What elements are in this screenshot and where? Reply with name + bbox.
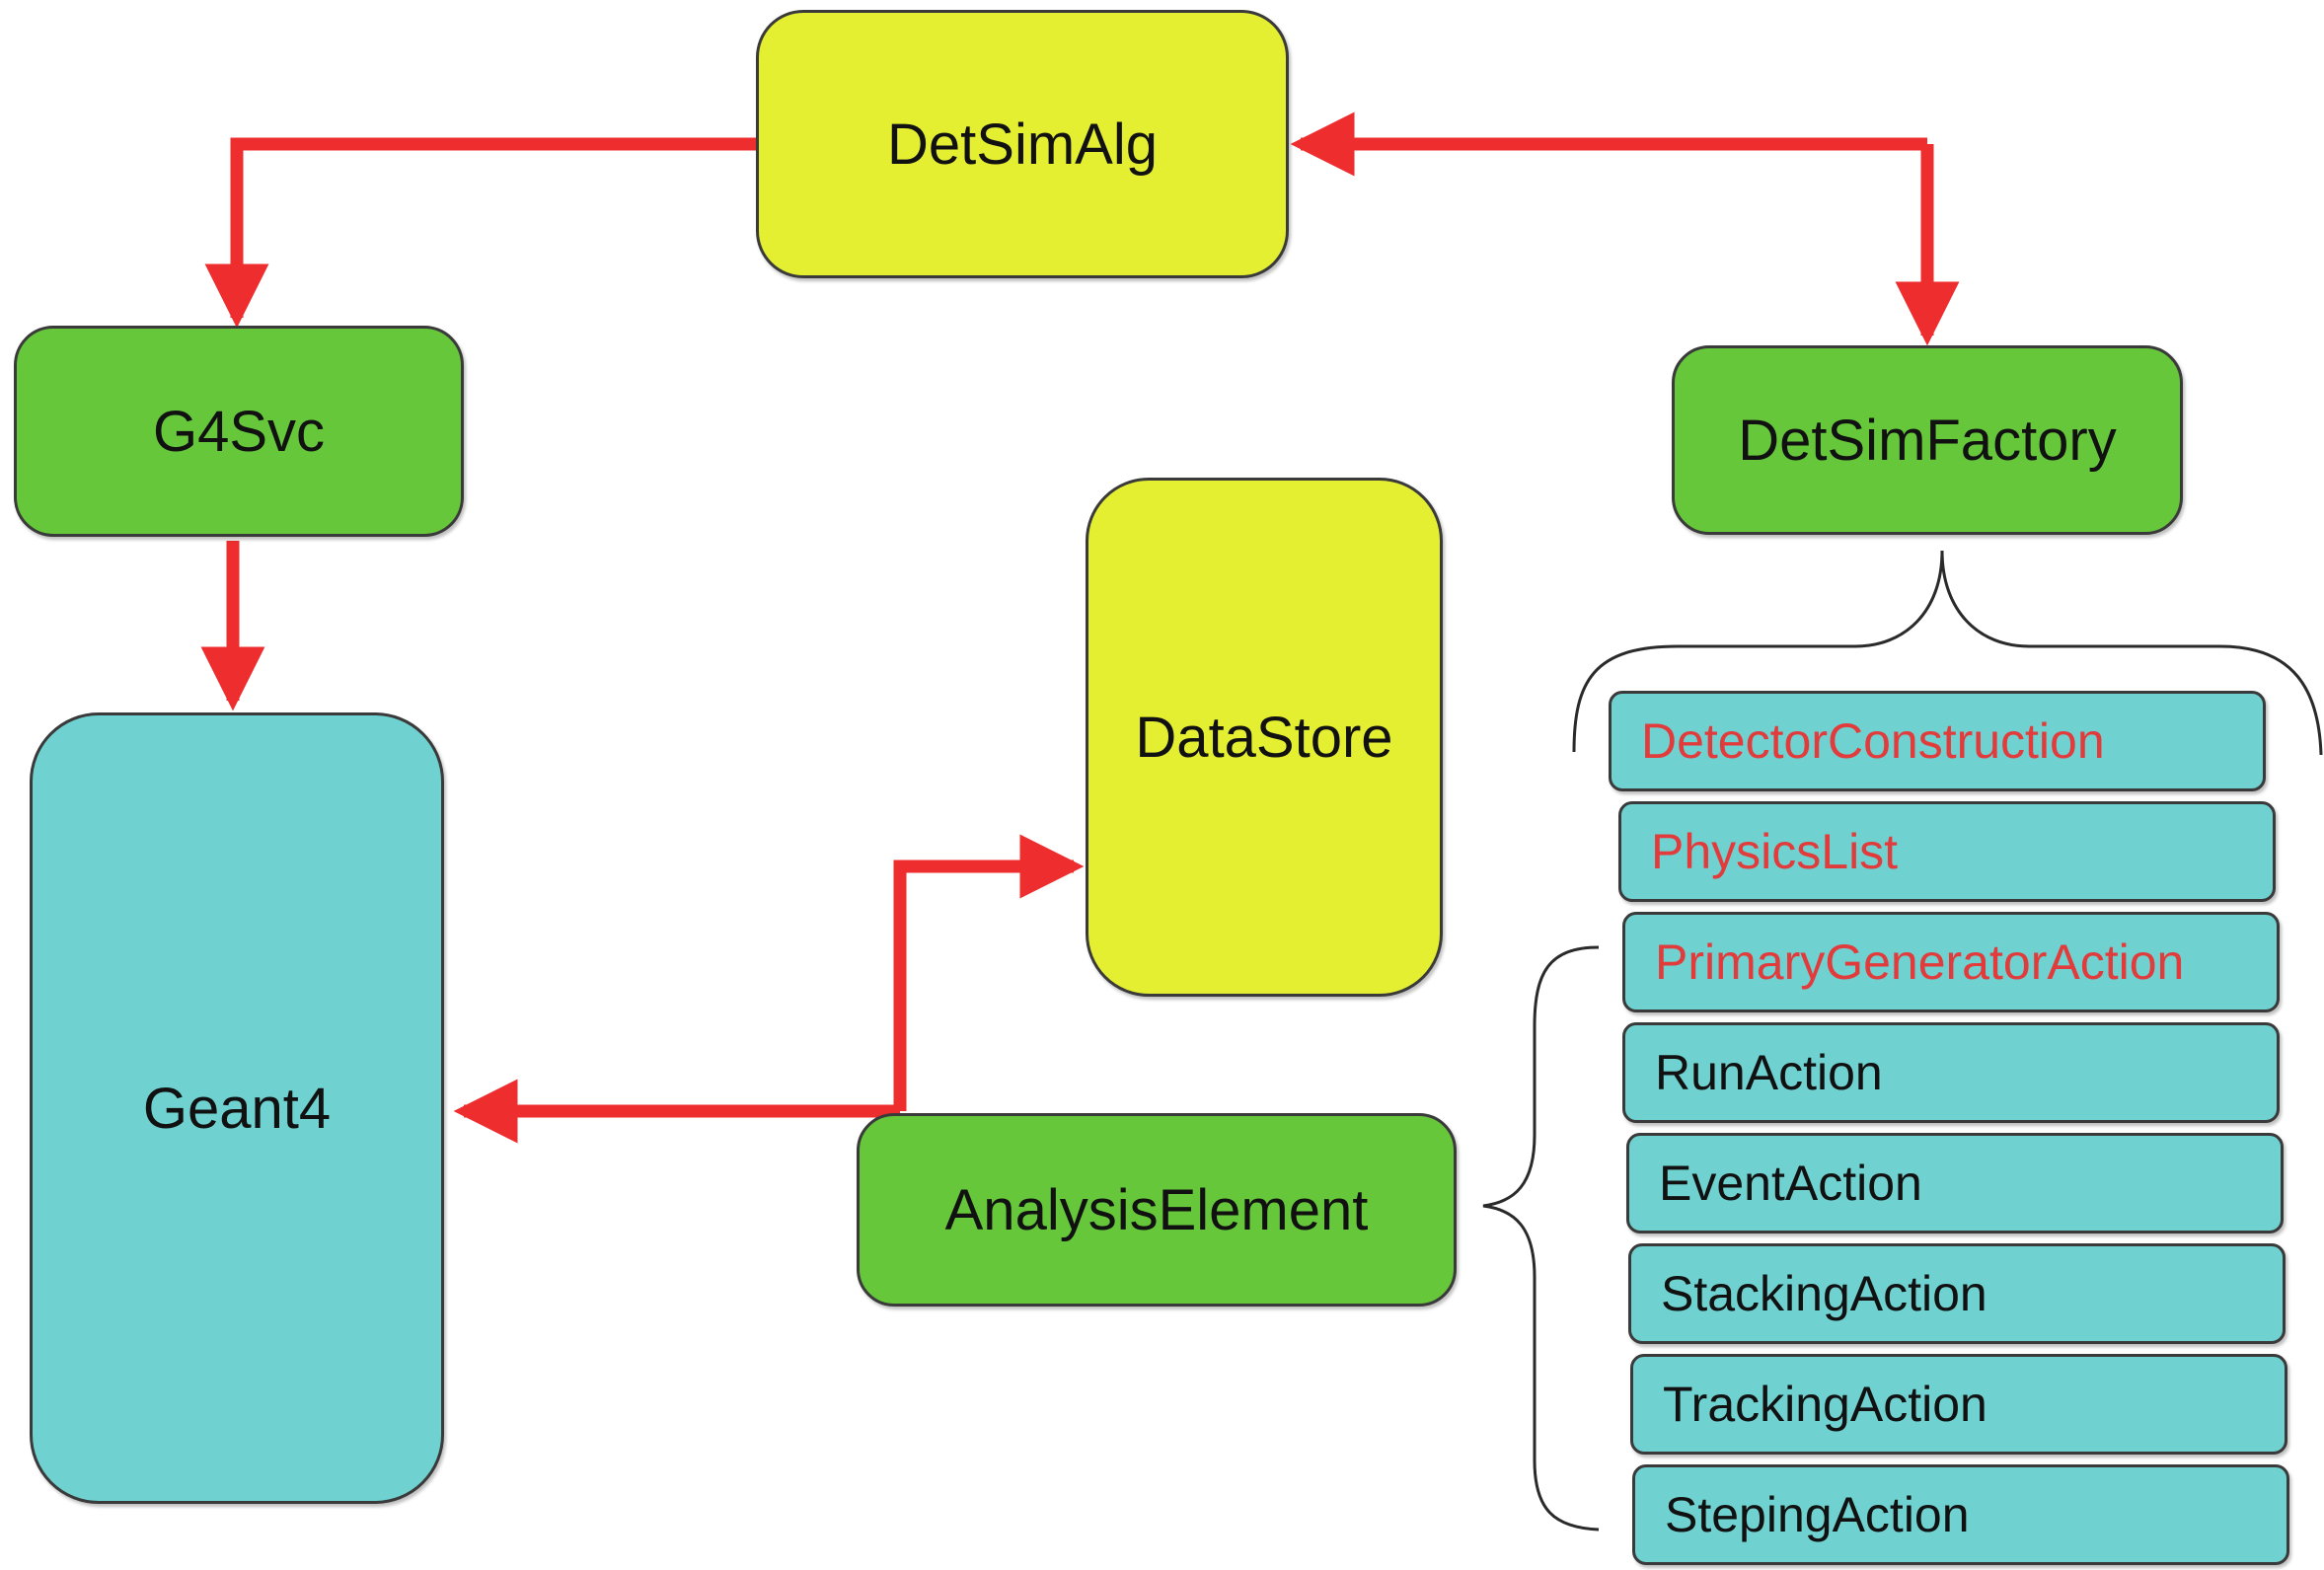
arrow-detsimalg-to-g4svc xyxy=(204,137,763,329)
detsimfactory-box: DetSimFactory xyxy=(1672,345,2183,535)
geant4-label: Geant4 xyxy=(142,1076,332,1141)
component-item: RunAction xyxy=(1622,1022,2280,1123)
component-item: StepingAction xyxy=(1632,1464,2289,1565)
analysiselement-box: AnalysisElement xyxy=(857,1113,1457,1307)
component-item: TrackingAction xyxy=(1630,1354,2287,1455)
component-label: RunAction xyxy=(1655,1045,1883,1100)
component-label: StepingAction xyxy=(1665,1487,1970,1542)
component-label: PhysicsList xyxy=(1651,824,1899,879)
component-item: PhysicsList xyxy=(1618,801,2276,902)
component-item: EventAction xyxy=(1626,1133,2284,1234)
detsimfactory-label: DetSimFactory xyxy=(1738,408,2117,473)
brace-analysis-components xyxy=(1482,945,1600,1532)
detsimalg-box: DetSimAlg xyxy=(756,10,1289,278)
g4svc-label: G4Svc xyxy=(152,399,326,464)
g4svc-box: G4Svc xyxy=(14,326,464,537)
component-label: TrackingAction xyxy=(1663,1377,1987,1432)
component-item: StackingAction xyxy=(1628,1243,2286,1344)
geant4-box: Geant4 xyxy=(30,712,444,1504)
component-label: StackingAction xyxy=(1661,1266,1987,1321)
brace-factory-components xyxy=(1572,550,2323,756)
detsimalg-label: DetSimAlg xyxy=(887,112,1158,177)
analysiselement-label: AnalysisElement xyxy=(944,1177,1369,1242)
component-label: PrimaryGeneratorAction xyxy=(1655,935,2185,990)
datastore-box: DataStore xyxy=(1086,478,1443,997)
datastore-label: DataStore xyxy=(1135,705,1393,770)
component-item: PrimaryGeneratorAction xyxy=(1622,912,2280,1012)
component-label: EventAction xyxy=(1659,1156,1922,1211)
arrow-analysis-to-datastore xyxy=(893,834,1085,1111)
component-item: DetectorConstruction xyxy=(1609,691,2266,791)
component-label: DetectorConstruction xyxy=(1641,713,2105,769)
